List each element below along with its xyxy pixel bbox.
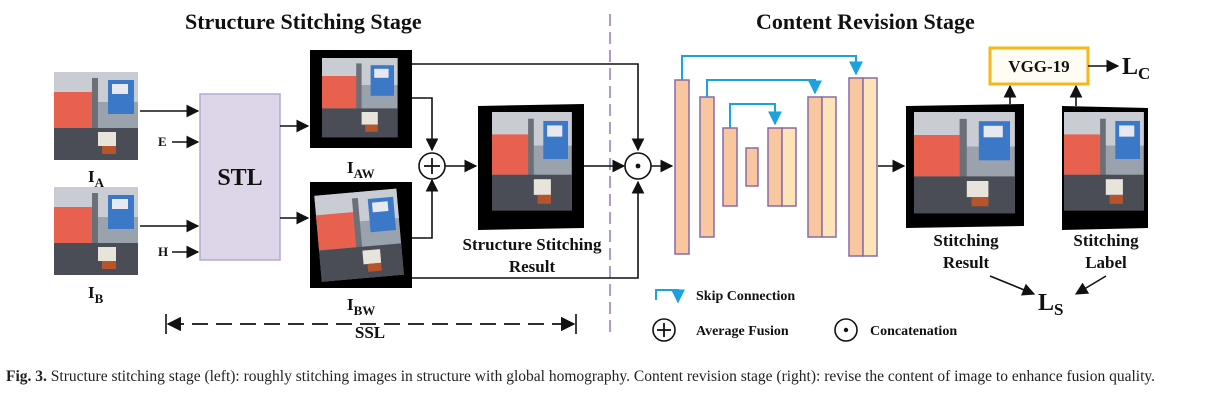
legend-concatenation-icon — [834, 318, 858, 342]
stl-block — [199, 93, 281, 261]
legend-skip-label: Skip Connection — [696, 289, 795, 304]
skip-connection-2 — [706, 79, 822, 97]
skip-connection-3 — [729, 103, 782, 128]
vgg19-label: VGG-19 — [1008, 57, 1069, 76]
warped-image-b — [310, 182, 412, 288]
skip-connection-1 — [681, 55, 863, 80]
input-image-b-label: IB — [88, 283, 104, 306]
structure-stage-title: Structure Stitching Stage — [185, 9, 422, 34]
caption-prefix: Fig. 3. — [6, 368, 47, 385]
warped-image-a-label: IAW — [347, 158, 375, 181]
concatenation-node — [624, 152, 652, 180]
unet-encoder-decoder — [674, 77, 878, 257]
caption-text: Structure stitching stage (left): roughl… — [46, 368, 1156, 385]
ssl-label: SSL — [355, 323, 385, 342]
structure-result-label-line2: Result — [509, 257, 556, 276]
stitching-label-image — [1062, 106, 1148, 230]
structure-result-label-line1: Structure Stitching — [463, 235, 602, 254]
stitching-label-label-line2: Label — [1085, 253, 1127, 272]
h-label: H — [158, 244, 168, 259]
stitching-loss-label: LS — [1038, 290, 1063, 319]
input-image-a — [54, 72, 138, 160]
content-stage-title: Content Revision Stage — [756, 9, 975, 34]
input-image-a-label: IA — [88, 167, 105, 190]
stitching-result-label-line1: Stitching — [933, 231, 999, 250]
warped-image-a — [310, 50, 412, 148]
e-label: E — [158, 134, 167, 149]
stitching-label-label-line1: Stitching — [1073, 231, 1139, 250]
stitching-result-image — [906, 104, 1024, 228]
stl-label: STL — [217, 165, 262, 191]
average-fusion-node — [418, 152, 446, 180]
warped-image-b-label: IBW — [347, 295, 375, 318]
content-loss-label: LC — [1122, 54, 1150, 83]
input-image-b — [54, 187, 138, 275]
legend-concatenation-label: Concatenation — [870, 324, 957, 339]
legend-skip-icon — [655, 289, 685, 304]
stitching-result-label-line2: Result — [943, 253, 990, 272]
legend-average-fusion-label: Average Fusion — [696, 324, 789, 339]
structure-stitching-result-image — [478, 104, 584, 230]
legend-average-fusion-icon — [652, 318, 676, 342]
figure-caption: Fig. 3. Structure stitching stage (left)… — [6, 366, 1226, 387]
